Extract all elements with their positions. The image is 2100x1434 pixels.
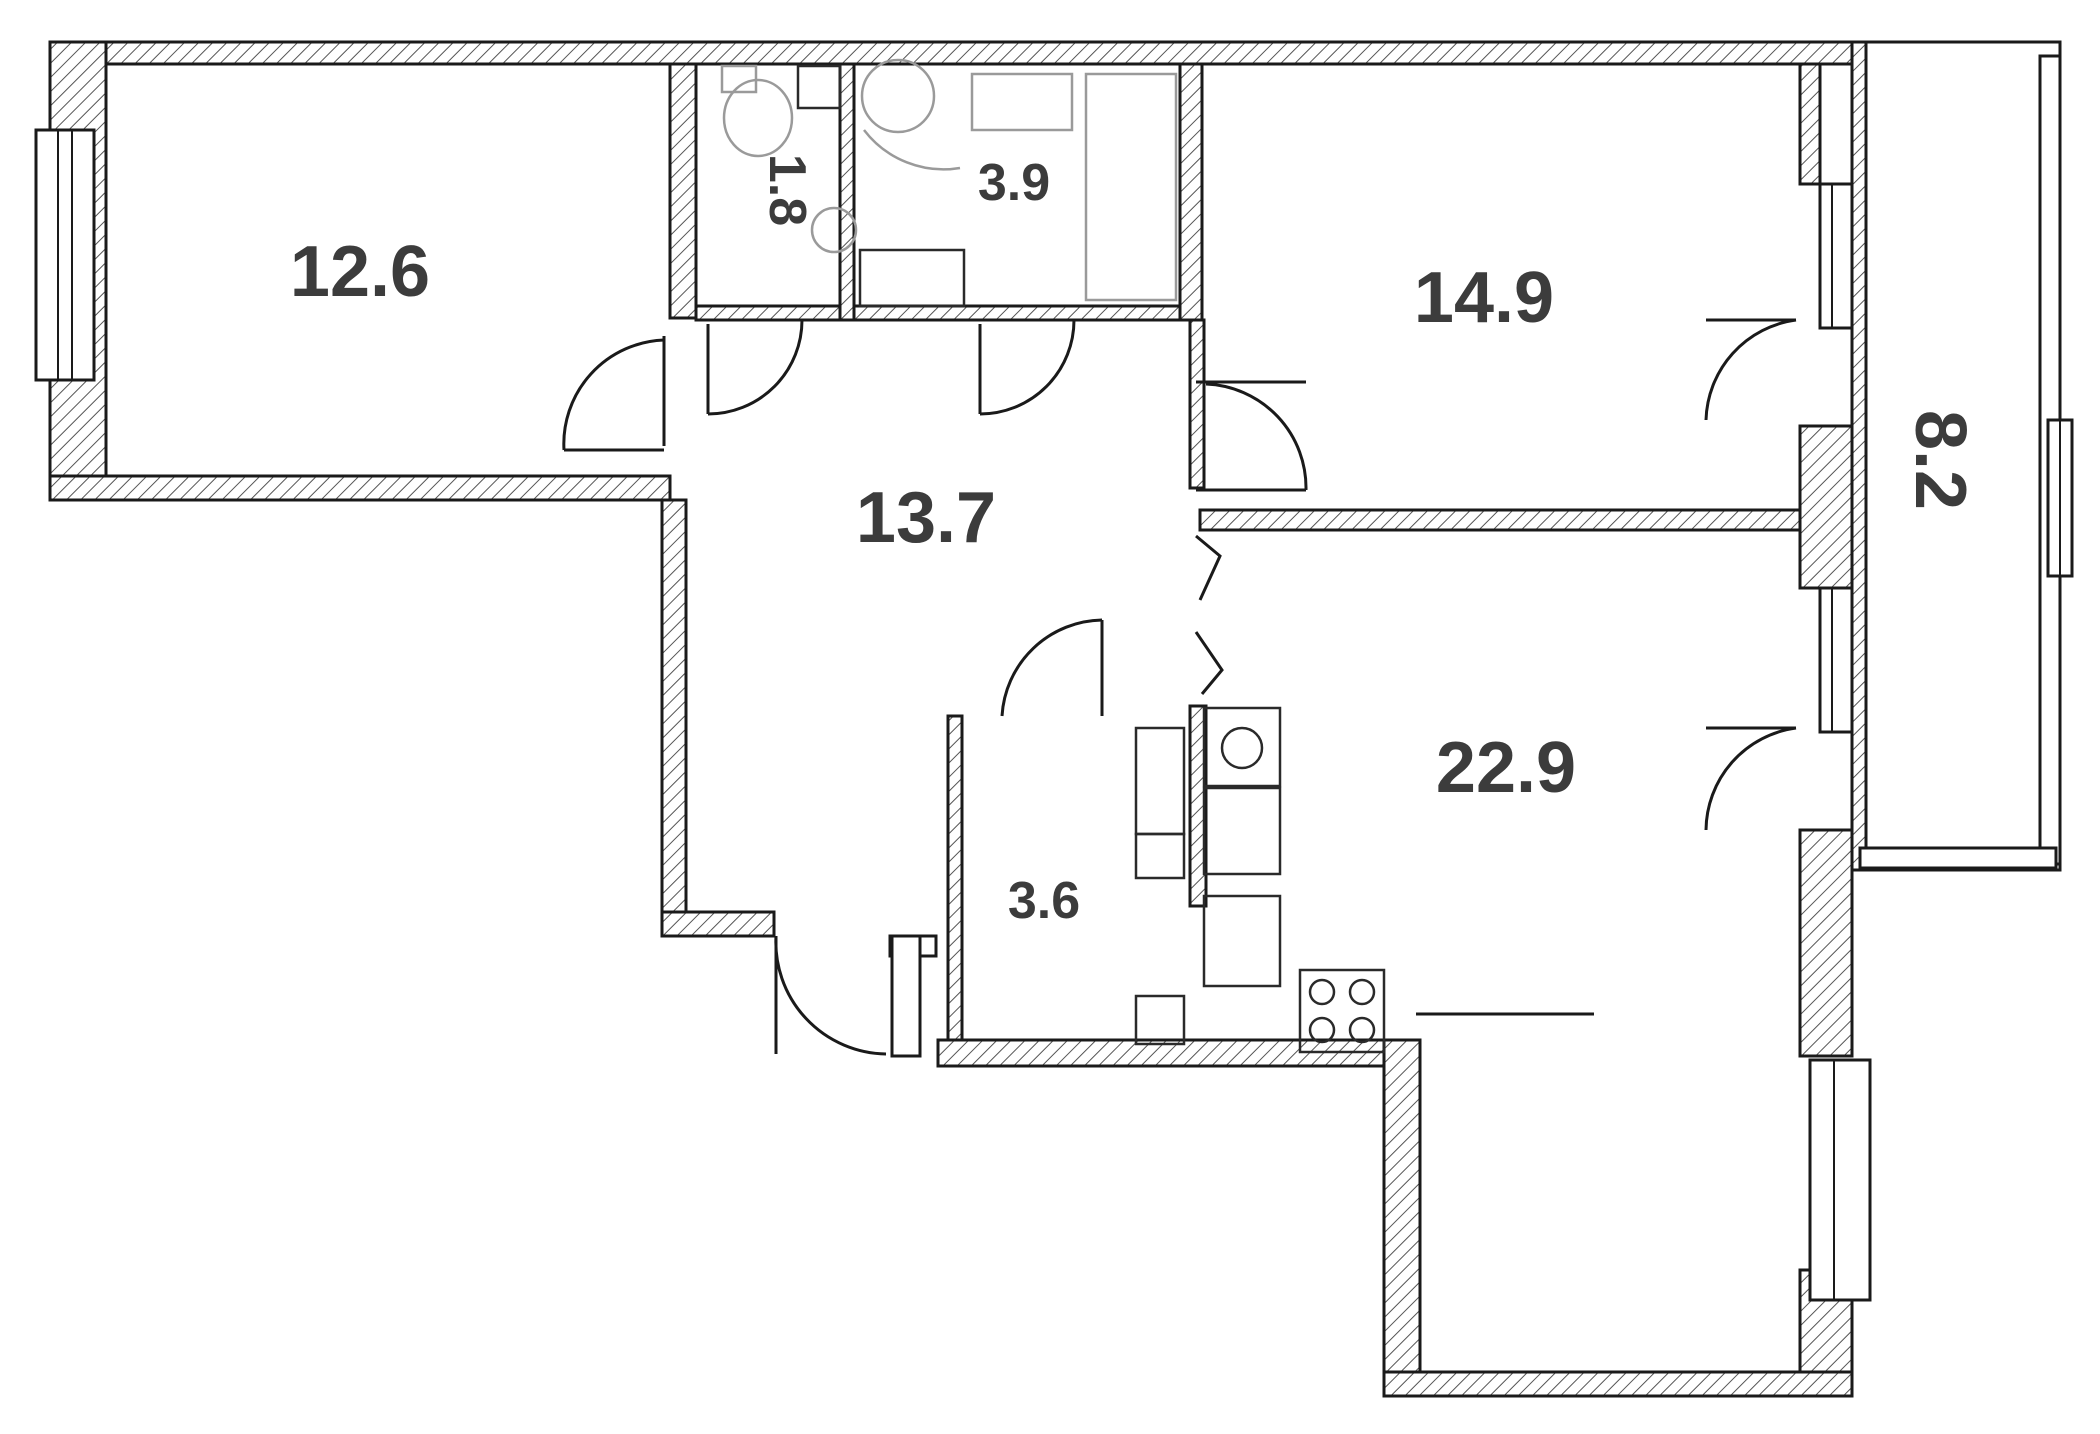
kitchen-fixtures <box>1134 706 1386 1054</box>
room-area-bathroom: 3.9 <box>978 154 1050 212</box>
room-area-storage: 3.6 <box>1008 872 1080 930</box>
room-area-bedroom-right: 14.9 <box>1414 258 1554 338</box>
doors <box>562 318 1797 1058</box>
walls <box>48 40 2062 1398</box>
room-labels: 12.6 1.8 3.9 14.9 13.7 8.2 22.9 3.6 <box>290 154 1980 930</box>
toilet-fixtures <box>720 64 858 254</box>
room-area-loggia: 8.2 <box>1900 410 1980 510</box>
room-area-kitchen-living: 22.9 <box>1436 728 1576 808</box>
room-area-bedroom-left: 12.6 <box>290 232 430 312</box>
room-area-hall: 13.7 <box>856 478 996 558</box>
room-area-toilet: 1.8 <box>758 154 816 226</box>
bathroom-fixtures <box>858 58 1178 308</box>
windows <box>34 128 2074 1302</box>
